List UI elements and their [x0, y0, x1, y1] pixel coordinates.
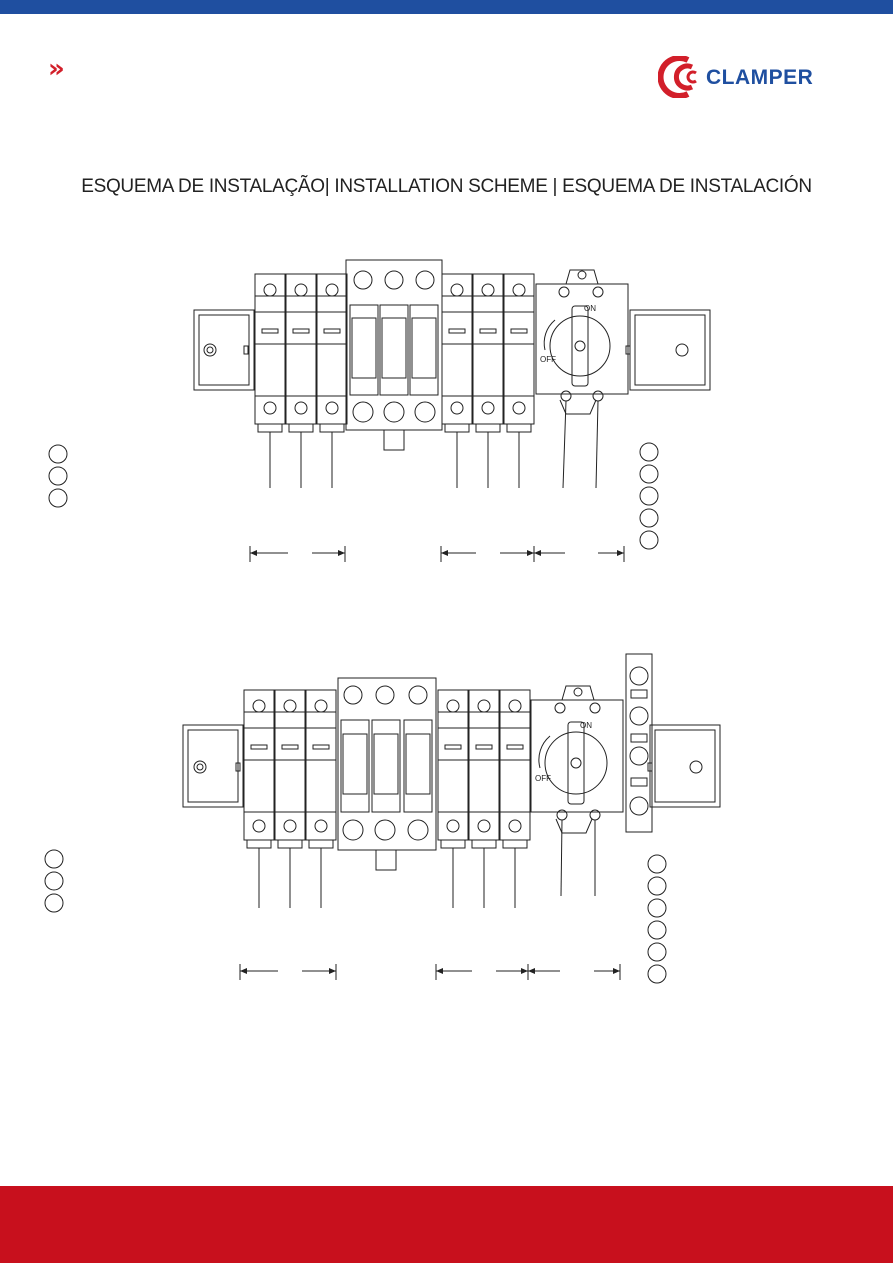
installation-diagram-2: ON OFF: [0, 650, 893, 990]
diagram-1-drawing: ON OFF: [48, 259, 711, 562]
brand-name: CLAMPER: [706, 66, 814, 89]
installation-diagram-1: ON OFF: [0, 250, 893, 570]
diagram-2-drawing: ON OFF: [44, 653, 721, 984]
page-title: ESQUEMA DE INSTALAÇÃO| INSTALLATION SCHE…: [81, 176, 812, 197]
clamper-logo-mark-icon: [658, 56, 697, 98]
diagram-2-switch-on-label: ON: [580, 721, 592, 730]
top-color-bar: [0, 0, 893, 14]
diagram-1-switch-on-label: ON: [584, 304, 596, 313]
clamper-logo: CLAMPER: [658, 56, 844, 98]
bottom-color-bar: [0, 1186, 893, 1263]
diagram-1-switch-off-label: OFF: [540, 355, 556, 364]
section-chevron-icon: »: [48, 54, 65, 84]
diagram-2-switch-off-label: OFF: [535, 774, 551, 783]
